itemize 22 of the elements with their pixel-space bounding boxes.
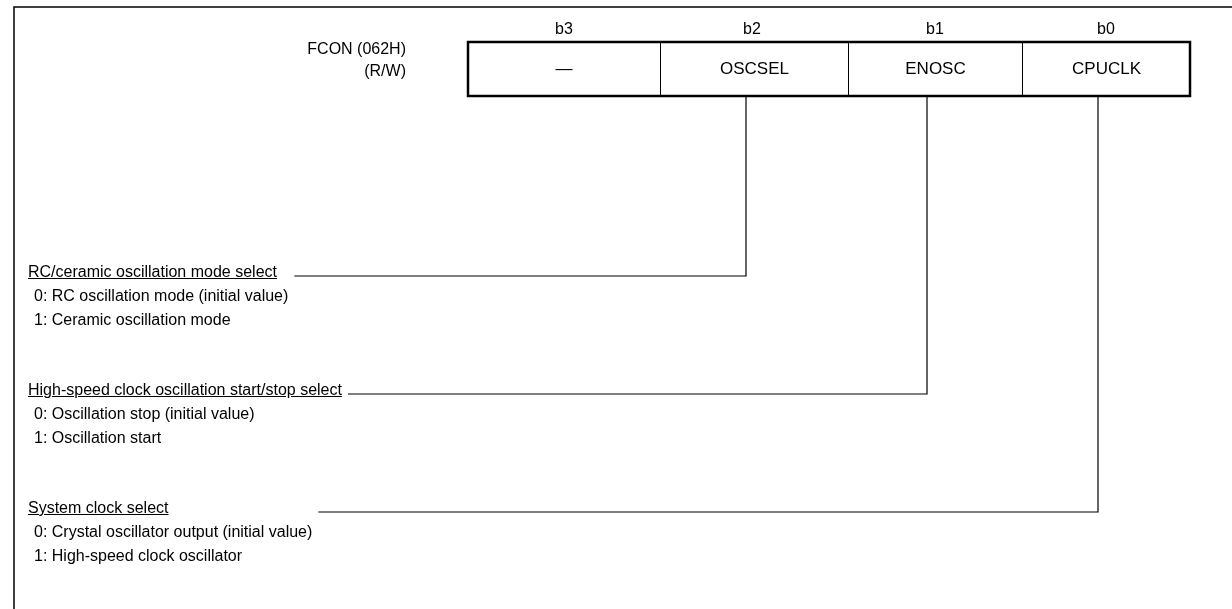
field-title: High-speed clock oscillation start/stop select — [28, 380, 342, 400]
leader-line — [347, 95, 928, 395]
bit-number: b0 — [1097, 20, 1115, 38]
setting-option: 0: Crystal oscillator output (initial value) — [28, 520, 313, 544]
setting-option: 1: Oscillation start — [28, 426, 342, 450]
register-bit-cell: OSCSEL — [660, 42, 848, 96]
bit-number: b1 — [926, 20, 944, 38]
leader-line — [317, 95, 1099, 513]
setting-option: 1: High-speed clock oscillator — [28, 544, 313, 568]
bit-number: b2 — [743, 20, 761, 38]
setting-option: 0: Oscillation stop (initial value) — [28, 402, 342, 426]
leader-line — [293, 95, 747, 277]
field-title: System clock select — [28, 498, 170, 518]
register-bit-cell: ENOSC — [848, 42, 1022, 96]
setting-option: 1: Ceramic oscillation mode — [28, 308, 289, 332]
register-bit-cell: CPUCLK — [1022, 42, 1190, 96]
setting-option: 0: RC oscillation mode (initial value) — [28, 284, 289, 308]
bit-number: b3 — [555, 20, 573, 38]
register-name: FCON (062H) — [307, 40, 406, 58]
field-title: RC/ceramic oscillation mode select — [28, 262, 278, 282]
register-bit-cell: — — [468, 42, 660, 96]
register-name: (R/W) — [364, 62, 406, 80]
